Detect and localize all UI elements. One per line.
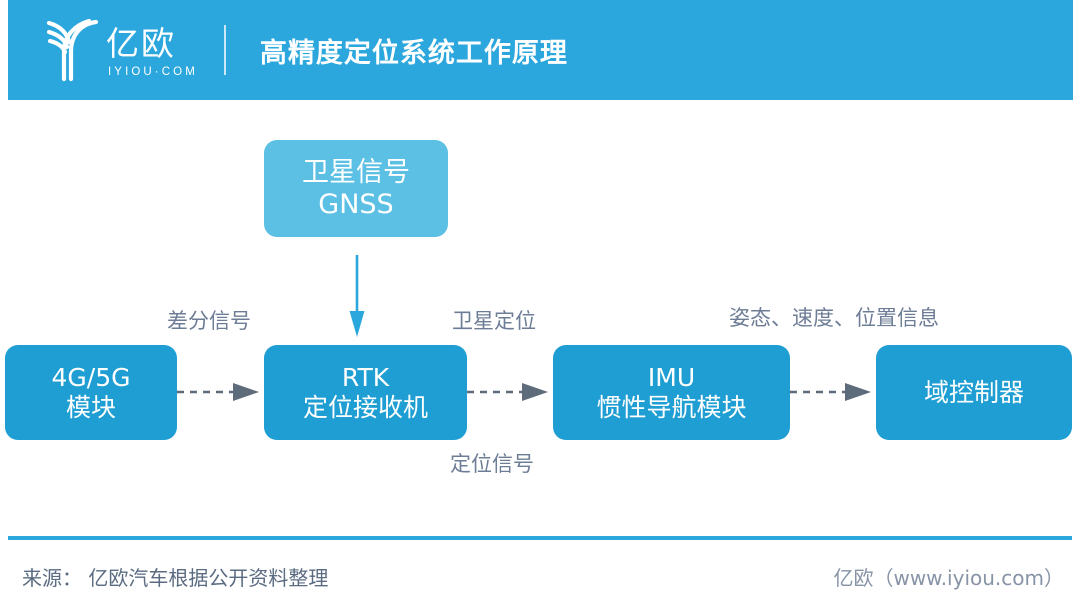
header-divider bbox=[223, 25, 226, 75]
node-rtk-line1: RTK bbox=[341, 363, 390, 392]
diagram-area: 卫星信号 GNSS 4G/5G 模块 RTK 定位接收机 IMU 惯性导航模块 … bbox=[0, 100, 1080, 536]
footer-divider bbox=[8, 536, 1072, 540]
edge-label-differential-signal: 差分信号 bbox=[167, 309, 251, 333]
node-4g5g-line2: 模块 bbox=[65, 392, 116, 422]
node-gnss: 卫星信号 GNSS bbox=[264, 140, 448, 237]
header-bar: 亿欧 IYIOU·COM 高精度定位系统工作原理 bbox=[8, 0, 1073, 100]
node-domain-controller: 域控制器 bbox=[876, 345, 1072, 440]
arrow-gnss-to-rtk-icon bbox=[349, 255, 365, 337]
footer-source: 来源： 亿欧汽车根据公开资料整理 bbox=[22, 566, 329, 590]
logo-en-text: IYIOU·COM bbox=[108, 66, 198, 79]
node-imu-line1: IMU bbox=[647, 363, 696, 392]
edge-label-satellite-positioning: 卫星定位 bbox=[452, 309, 536, 333]
page-title: 高精度定位系统工作原理 bbox=[259, 37, 568, 69]
node-domain-line1: 域控制器 bbox=[923, 377, 1024, 407]
edge-label-positioning-signal: 定位信号 bbox=[450, 452, 534, 476]
node-imu-module: IMU 惯性导航模块 bbox=[553, 345, 790, 440]
node-gnss-line1: 卫星信号 bbox=[302, 156, 410, 188]
node-imu-line2: 惯性导航模块 bbox=[596, 392, 747, 422]
logo-wordmark: 亿欧 IYIOU·COM bbox=[106, 18, 198, 82]
iyiou-y-logo-icon bbox=[46, 18, 99, 82]
arrow-4g5g-to-rtk-icon bbox=[177, 383, 259, 401]
edge-label-attitude-speed-position: 姿态、速度、位置信息 bbox=[729, 306, 939, 330]
arrow-imu-to-domain-icon bbox=[790, 383, 871, 401]
node-rtk-receiver: RTK 定位接收机 bbox=[264, 345, 467, 440]
node-4g5g-module: 4G/5G 模块 bbox=[5, 345, 177, 440]
node-4g5g-line1: 4G/5G bbox=[51, 363, 131, 392]
node-gnss-line2: GNSS bbox=[318, 188, 394, 220]
footer-credit: 亿欧（www.iyiou.com） bbox=[833, 566, 1064, 590]
logo-cn-text: 亿欧 bbox=[106, 24, 176, 64]
arrow-rtk-to-imu-icon bbox=[467, 383, 548, 401]
node-rtk-line2: 定位接收机 bbox=[302, 392, 428, 422]
brand-logo: 亿欧 IYIOU·COM bbox=[46, 14, 198, 86]
